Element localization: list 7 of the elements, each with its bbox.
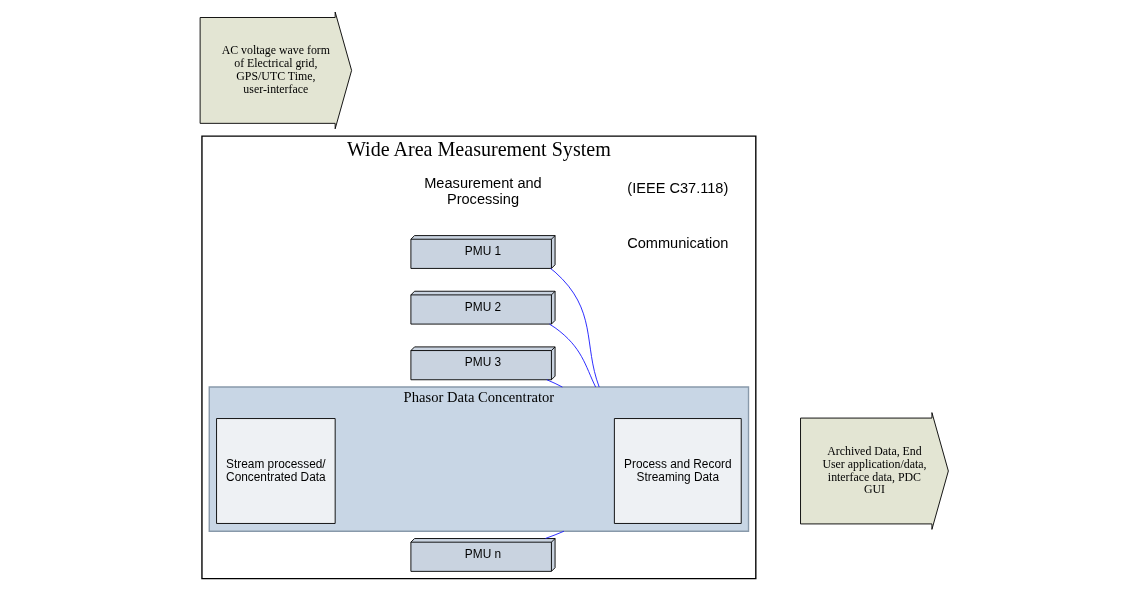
node-box: Stream processed/ Concentrated Data	[215, 418, 336, 524]
label: (IEEE C37.118)	[626, 179, 728, 196]
connector	[544, 530, 564, 539]
label: Communication	[626, 235, 728, 252]
label: Measurement and Processing	[423, 174, 542, 208]
connector	[545, 379, 563, 388]
node-box: Process and Record Streaming Data	[613, 418, 742, 524]
